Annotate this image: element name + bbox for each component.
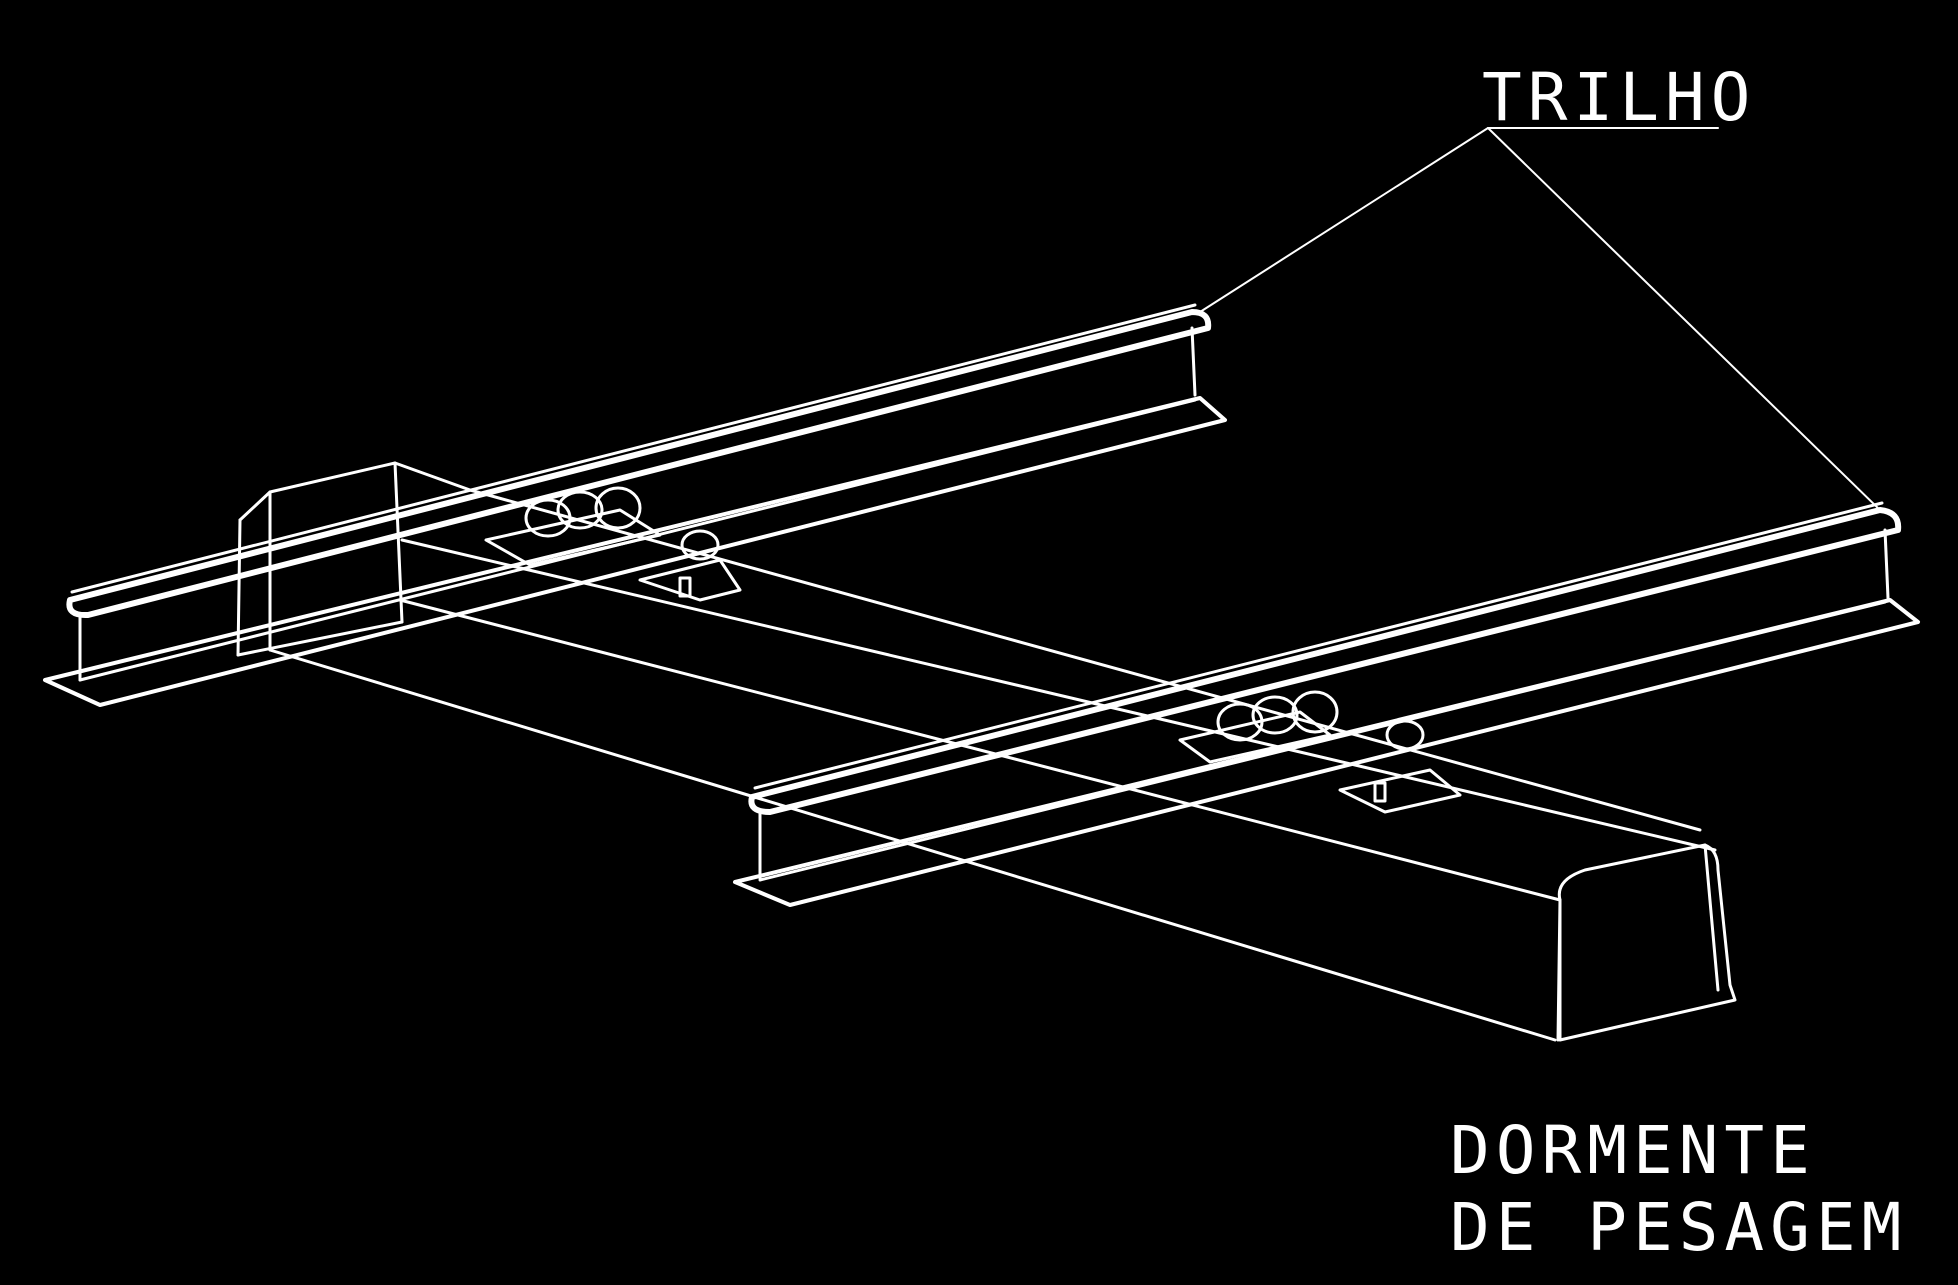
sleeper-label-line-1: DORMENTE — [1450, 1112, 1816, 1189]
sleeper-label-line-2: DE PESAGEM — [1450, 1189, 1908, 1266]
rail-label: TRILHO — [1482, 59, 1757, 136]
rail-near — [733, 501, 1920, 907]
rail-far — [43, 303, 1227, 707]
weighing-sleeper — [236, 461, 1737, 1042]
rail-label-leaders — [1199, 127, 1883, 513]
